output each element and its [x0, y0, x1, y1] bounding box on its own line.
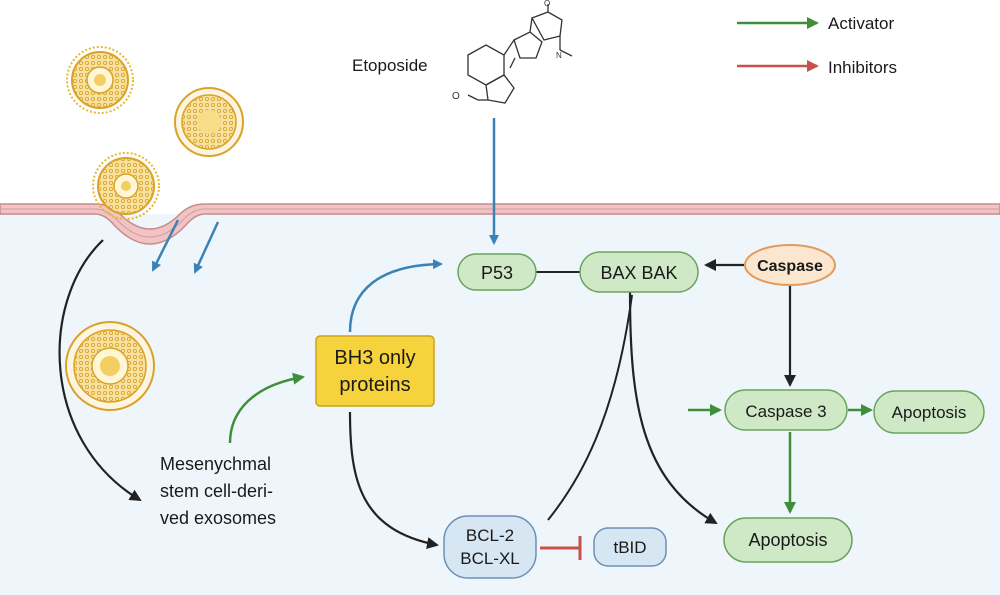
node-bh3-line-1: BH3 only	[334, 347, 415, 369]
exosome-description-line-1: Mesenychmal	[160, 454, 271, 474]
etoposide-label: Etoposide	[352, 56, 428, 75]
exosome-description-line-3: ved exosomes	[160, 508, 276, 528]
exosome-particle-1	[66, 46, 134, 114]
legend: Activator Inhibitors	[737, 14, 897, 77]
node-apoptosis-right-label: Apoptosis	[892, 403, 967, 422]
svg-text:O: O	[544, 0, 550, 8]
exosome-particle-2	[174, 87, 244, 157]
uptake-arrow-1	[151, 219, 180, 272]
legend-activator-label: Activator	[828, 14, 894, 33]
node-apoptosis-right: Apoptosis	[873, 390, 985, 434]
exosome-particle-3	[92, 152, 160, 220]
node-bcl: BCL-2 BCL-XL	[443, 515, 537, 579]
node-caspase-3-label: Caspase 3	[745, 402, 826, 421]
svg-text:N: N	[556, 51, 562, 60]
node-apoptosis-bottom-label: Apoptosis	[748, 530, 827, 550]
bcl-inhibits-tbid	[540, 536, 582, 560]
uptake-arrow-2	[193, 221, 220, 274]
svg-text:O: O	[452, 91, 460, 102]
bcl-to-bax-link	[547, 294, 633, 521]
exosome-description-line-2: stem cell-deri-	[160, 481, 273, 501]
node-caspase-label: Caspase	[757, 258, 823, 275]
node-apoptosis-bottom: Apoptosis	[723, 517, 853, 563]
bh3-to-bcl-arrow	[348, 411, 439, 549]
node-bax-bak: BAX BAK	[579, 251, 699, 293]
bax-to-apoptosis-arrow	[628, 291, 718, 524]
node-bcl-line-1: BCL-2	[466, 526, 514, 545]
node-tbid-label: tBID	[613, 538, 646, 557]
exosome-description: Mesenychmal stem cell-deri- ved exosomes	[160, 454, 276, 528]
node-bax-bak-label: BAX BAK	[600, 263, 677, 283]
exosome-to-bh3-arrow	[228, 372, 305, 444]
node-p53: P53	[457, 253, 537, 291]
etoposide-molecule-icon: O O N	[452, 0, 573, 104]
node-caspase-3: Caspase 3	[724, 389, 848, 431]
node-tbid: tBID	[593, 527, 667, 567]
node-bcl-line-2: BCL-XL	[460, 549, 520, 568]
exosome-entry-curve-arrow	[58, 239, 142, 502]
node-bh3-proteins: BH3 only proteins	[315, 335, 435, 407]
legend-inhibitor-label: Inhibitors	[828, 58, 897, 77]
exosome-particle-4	[65, 321, 155, 411]
node-caspase: Caspase	[744, 244, 836, 286]
bh3-to-p53-arrow	[348, 259, 443, 333]
node-bh3-line-2: proteins	[339, 374, 410, 396]
node-p53-label: P53	[481, 263, 513, 283]
